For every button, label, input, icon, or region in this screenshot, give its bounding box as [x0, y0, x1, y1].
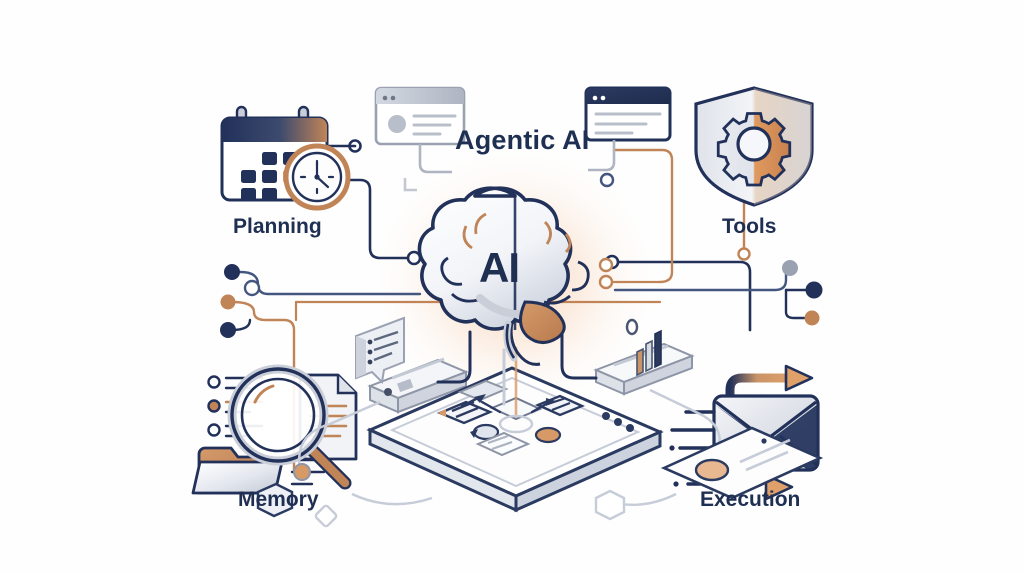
quadrant-label-execution: Execution [700, 488, 801, 511]
shield-gear-icon [694, 86, 814, 207]
circuit-traces-right [598, 148, 823, 332]
circuit-traces-left [220, 139, 662, 472]
tablet-flowchart-icon [256, 316, 824, 528]
quadrant-label-planning: Planning [233, 215, 322, 238]
brain-connectors [436, 328, 598, 384]
page-title: Agentic AI [455, 125, 590, 155]
quadrant-label-tools: Tools [722, 215, 777, 238]
quadrant-label-memory: Memory [238, 488, 319, 511]
magnifier-documents-icon [191, 364, 358, 495]
calendar-clock-icon [220, 105, 351, 211]
browser-window-icon-right [584, 86, 672, 172]
brain-icon [417, 186, 590, 366]
browser-window-icon-left [374, 86, 466, 192]
center-ai-label: AI [479, 244, 520, 291]
